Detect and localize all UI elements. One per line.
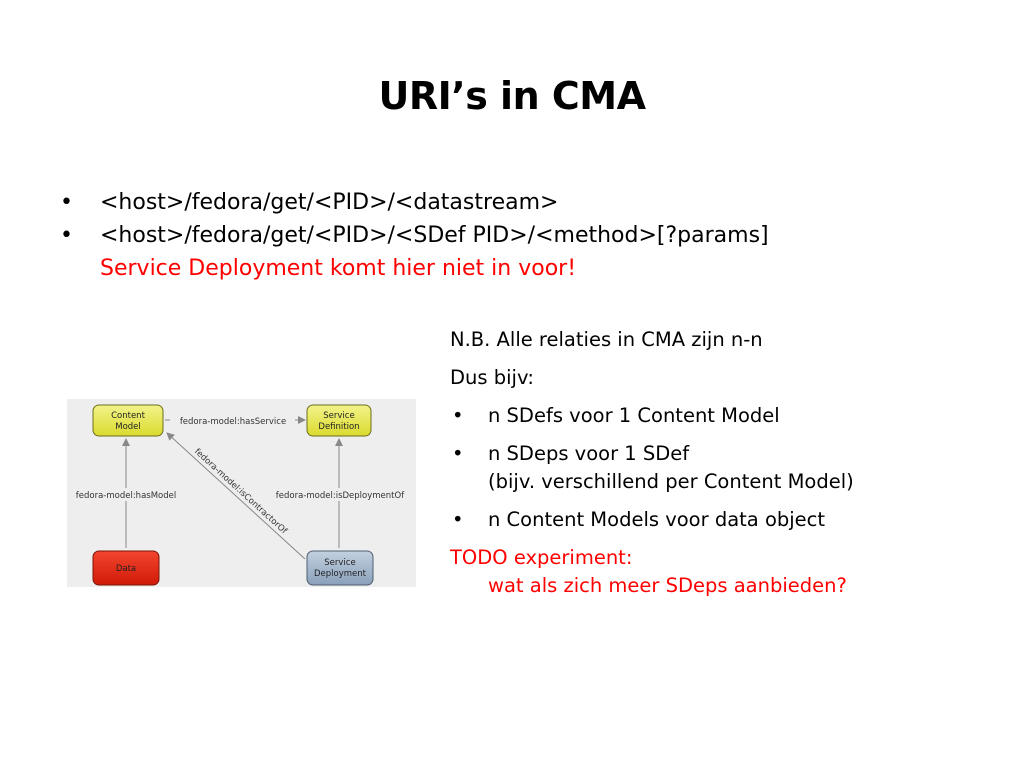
nb-note: N.B. Alle relaties in CMA zijn n-n [450,328,763,351]
edge-label-has-service: fedora-model:hasService [180,417,286,427]
node-service-deployment-line1: Service [324,558,355,568]
edge-label-bg [170,414,295,427]
bullet-icon: • [452,508,464,531]
edge-label-is-deployment-of: fedora-model:isDeploymentOf [276,491,405,501]
uri-pattern-method: <host>/fedora/get/<PID>/<SDef PID>/<meth… [100,223,769,248]
edge-label-has-model: fedora-model:hasModel [76,491,176,501]
todo-block: TODO experiment: wat als zich meer SDeps… [450,544,1010,600]
notes-list-item: • n Content Models voor data object [450,506,1010,534]
node-data: Data [92,550,160,586]
bullet-icon: • [452,442,464,465]
notes-item-text: n Content Models voor data object [488,508,826,531]
node-content-model-line2: Model [115,422,141,432]
notes-item-text: n SDefs voor 1 Content Model [488,404,780,427]
edge-label-bg [269,488,411,501]
slide-title: URI’s in CMA [378,74,646,118]
bullet-icon: • [452,404,464,427]
todo-text: wat als zich meer SDeps aanbieden? [488,574,847,597]
notes-item-sub: (bijv. verschillend per Content Model) [488,470,854,493]
edge-label-bg [68,488,184,501]
notes-list-item: • n SDefs voor 1 Content Model [450,402,1010,430]
node-service-definition-line2: Definition [318,422,359,432]
bullet-icon: • [60,223,73,248]
uri-bullet-item: • <host>/fedora/get/<PID>/<SDef PID>/<me… [56,219,996,285]
node-content-model: Content Model [92,404,164,437]
notes-list-item: • n SDeps voor 1 SDef (bijv. verschillen… [450,440,1010,496]
node-service-deployment: Service Deployment [306,550,374,586]
node-service-definition-line1: Service [323,411,354,421]
node-content-model-line1: Content [111,411,145,421]
node-data-label: Data [116,564,136,574]
node-service-definition: Service Definition [306,404,372,437]
bullet-icon: • [60,190,73,215]
uri-bullet-list: • <host>/fedora/get/<PID>/<datastream> •… [56,186,996,285]
notes-panel: N.B. Alle relaties in CMA zijn n-n Dus b… [450,326,1010,610]
uri-pattern-datastream: <host>/fedora/get/<PID>/<datastream> [100,190,559,215]
node-service-deployment-line2: Deployment [314,569,367,579]
cma-relationship-diagram: fedora-model:hasService fedora-model:has… [67,399,416,587]
uri-pattern-note: Service Deployment komt hier niet in voo… [100,256,577,281]
todo-title: TODO experiment: [450,546,633,569]
example-intro: Dus bijv: [450,366,534,389]
notes-item-text: n SDeps voor 1 SDef [488,442,690,465]
uri-bullet-item: • <host>/fedora/get/<PID>/<datastream> [56,186,996,219]
edge-is-contractor-of [166,432,306,560]
